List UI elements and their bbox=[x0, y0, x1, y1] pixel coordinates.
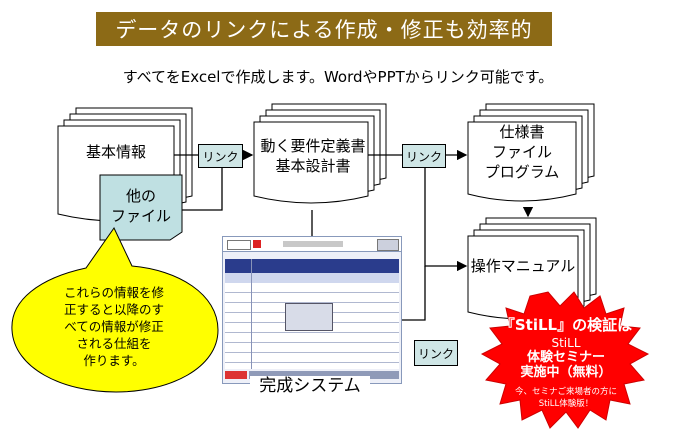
page-title: データのリンクによる作成・修正も効率的 bbox=[96, 12, 552, 46]
screenshot-dialog bbox=[285, 303, 333, 331]
link-box-3: リンク bbox=[414, 340, 458, 366]
requirements-label: 動く要件定義書 基本設計書 bbox=[260, 137, 366, 175]
specs-label: 仕様書 ファイル プログラム bbox=[484, 123, 560, 181]
other-files-note bbox=[99, 174, 183, 241]
requirements-doc-stack bbox=[253, 103, 387, 204]
still-badge bbox=[480, 291, 650, 429]
callout-text: これらの情報を修 正すると以降のす べての情報が修正 される仕組を 作ります。 bbox=[63, 285, 164, 368]
system-label: 完成システム bbox=[250, 376, 370, 396]
other-files-label: 他の ファイル bbox=[110, 187, 171, 225]
link-box-2: リンク bbox=[402, 144, 446, 168]
screenshot-table-header bbox=[225, 259, 399, 273]
specs-doc-stack bbox=[467, 103, 595, 202]
link-box-1: リンク bbox=[198, 144, 243, 168]
screenshot-table-subheader bbox=[225, 273, 399, 283]
screenshot-status-bar bbox=[249, 371, 399, 379]
yellow-callout bbox=[11, 227, 219, 393]
screenshot-toolbar bbox=[223, 237, 401, 252]
basic-info-label: 基本情報 bbox=[85, 143, 146, 161]
manual-label: 操作マニュアル bbox=[470, 257, 576, 275]
screenshot-red-button bbox=[225, 371, 247, 379]
subtitle: すべてをExcelで作成します。WordやPPTからリンク可能です。 bbox=[122, 68, 554, 86]
screenshot-table-col-divider bbox=[251, 259, 252, 369]
connectors bbox=[174, 149, 534, 321]
still-badge-text: 『StiLL』の検証は StiLL 体験セミナー 実施中（無料） 今、セミナご来… bbox=[499, 316, 633, 409]
manual-doc-stack bbox=[467, 217, 597, 320]
system-screenshot bbox=[222, 236, 402, 384]
